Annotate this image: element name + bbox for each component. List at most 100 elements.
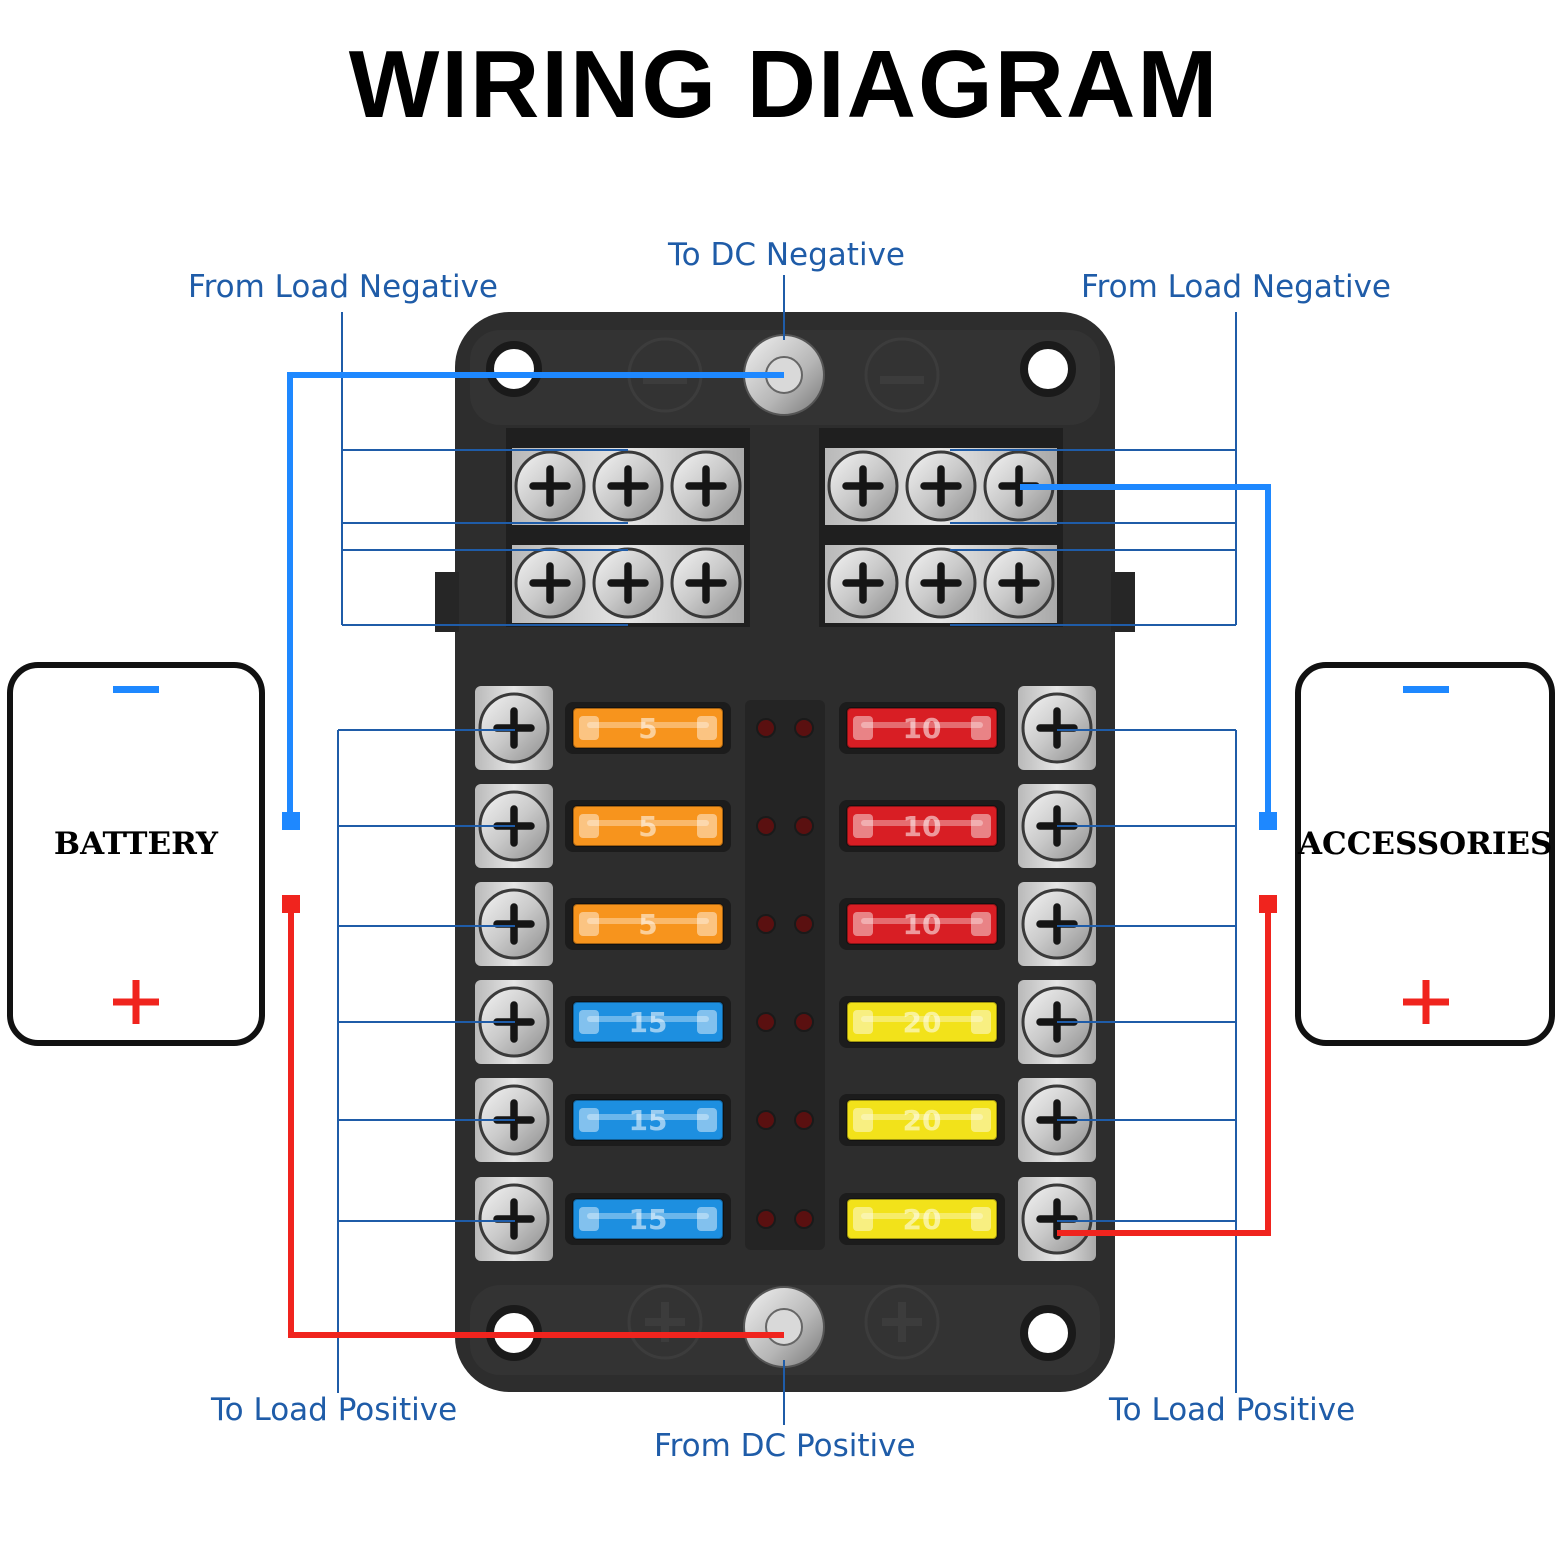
negative-bar-left-row-1-screw-2-slot — [607, 465, 649, 507]
indicator-led-row-5-2 — [794, 1110, 814, 1130]
fuse-left-1: 5 — [565, 702, 731, 754]
positive-wires — [282, 895, 1277, 1338]
accessories-minus-sign — [1403, 686, 1449, 693]
fuse-left-3: 5 — [565, 898, 731, 950]
positive-terminal-right-1-screw-slot — [1036, 707, 1078, 749]
fuse-left-3-rating: 5 — [638, 908, 657, 941]
fuse-right-3-rating: 10 — [903, 908, 942, 941]
fuse-right-2-blade-right — [971, 814, 991, 838]
label-from-dc-positive: From DC Positive — [654, 1428, 916, 1464]
fuse-left-6-rating: 15 — [629, 1203, 668, 1236]
panel-side-tab-left — [435, 572, 459, 632]
mount-hole-top-right — [1020, 341, 1076, 397]
negative-bar-left-row-2-screw-2-slot — [607, 562, 649, 604]
leader-from-load-negative-right — [950, 312, 1237, 626]
fuse-right-2-body — [846, 805, 998, 847]
negative-bar-left-row-1-screw-2 — [592, 450, 664, 522]
fuse-right-5-blade-left — [853, 1108, 873, 1132]
fuse-left-3-element — [587, 918, 709, 924]
fuse-left-4: 15 — [565, 996, 731, 1048]
negative-bar-right-row-1-screw-1-slot — [842, 465, 884, 507]
fuse-left-5-body — [572, 1099, 724, 1141]
fuse-left-4-element — [587, 1016, 709, 1022]
negative-bar-right-row-1-screw-2-slot — [920, 465, 962, 507]
page-title: WIRING DIAGRAM — [348, 31, 1220, 138]
mount-hole-bottom-right — [1020, 1305, 1076, 1361]
accessories-box — [1295, 662, 1555, 1046]
fuse-left-1-blade-left — [579, 716, 599, 740]
fuse-right-6: 20 — [839, 1193, 1005, 1245]
fuse-left-4-rating: 15 — [629, 1006, 668, 1039]
negative-bar-left-row-1-screw-1 — [514, 450, 586, 522]
fuse-right-2: 10 — [839, 800, 1005, 852]
leader-to-load-positive-left — [337, 729, 515, 1393]
positive-terminal-right-6-screw — [1021, 1183, 1093, 1255]
indicator-led-row-3-2 — [794, 914, 814, 934]
wire-battery-positive — [288, 905, 784, 1338]
indicator-led-row-1-1 — [756, 718, 776, 738]
fuse-left-4-blade-left — [579, 1010, 599, 1034]
positive-terminal-left-1-screw — [478, 692, 550, 764]
fuse-right-3-blade-left — [853, 912, 873, 936]
fuse-right-1-rating: 10 — [903, 712, 942, 745]
battery-plus-sign — [113, 980, 159, 1024]
positive-terminal-right-1-screw — [1021, 692, 1093, 764]
fuse-right-1-blade-left — [853, 716, 873, 740]
leader-from-load-negative-left — [341, 312, 628, 626]
negative-bar-left-row-2-screw-1-slot — [529, 562, 571, 604]
fuse-left-6-blade-left — [579, 1207, 599, 1231]
fuse-right-3-element — [861, 918, 983, 924]
fuse-right-5: 20 — [839, 1094, 1005, 1146]
fuse-left-4-body — [572, 1001, 724, 1043]
negative-bar-right-row-2-screw-1-slot — [842, 562, 884, 604]
fuse-right-4-body — [846, 1001, 998, 1043]
positive-terminal-left-6-screw — [478, 1183, 550, 1255]
fuse-left-2-element — [587, 820, 709, 826]
indicator-led-row-6-1 — [756, 1209, 776, 1229]
fuse-left-3-body — [572, 903, 724, 945]
positive-terminal-left-1-screw-slot — [493, 707, 535, 749]
negative-bar-left-row-2-screw-3-slot — [685, 562, 727, 604]
negative-wires — [282, 372, 1277, 830]
negative-bar-right-row-2-screw-2 — [905, 547, 977, 619]
label-to-load-positive-right: To Load Positive — [1109, 1392, 1356, 1428]
wire-accessories-positive-end — [1259, 895, 1277, 913]
negative-bar-left-row-1-screw-3 — [670, 450, 742, 522]
fuse-right-5-body — [846, 1099, 998, 1141]
fuse-left-6-element — [587, 1213, 709, 1219]
wire-battery-positive-end — [282, 895, 300, 913]
fuse-left-1-blade-right — [697, 716, 717, 740]
fuse-right-3-blade-right — [971, 912, 991, 936]
fuse-right-1-body — [846, 707, 998, 749]
positive-terminal-left-3-screw — [478, 888, 550, 960]
wire-accessories-positive — [1057, 905, 1271, 1236]
fuse-right-3: 10 — [839, 898, 1005, 950]
fuse-left-1-body — [572, 707, 724, 749]
indicator-leds — [756, 718, 814, 1229]
accessories-outline — [1295, 662, 1555, 1046]
negative-terminal-bars — [506, 428, 1063, 627]
fuse-left-5-blade-right — [697, 1108, 717, 1132]
fuse-right-4-blade-right — [971, 1010, 991, 1034]
negative-bar-right-row-2-screw-1 — [827, 547, 899, 619]
fuse-left-5-rating: 15 — [629, 1104, 668, 1137]
wire-battery-negative — [287, 372, 784, 816]
battery-minus-sign — [113, 686, 159, 693]
fuse-right-1: 10 — [839, 702, 1005, 754]
positive-terminal-left-6-screw-slot — [493, 1198, 535, 1240]
fuse-right-6-blade-right — [971, 1207, 991, 1231]
negative-bar-left-row-1-screw-1-slot — [529, 465, 571, 507]
negative-bar-left-row-2-screw-3 — [670, 547, 742, 619]
fuse-right-1-element — [861, 722, 983, 728]
negative-bar-right-row-1-screw-2 — [905, 450, 977, 522]
indicator-led-row-3-1 — [756, 914, 776, 934]
negative-bar-left-row-2-screw-2 — [592, 547, 664, 619]
panel-side-tab-right — [1111, 572, 1135, 632]
negative-bar-left-row-1-screw-3-slot — [685, 465, 727, 507]
positive-terminal-right-3-screw-slot — [1036, 903, 1078, 945]
indicator-led-row-5-1 — [756, 1110, 776, 1130]
fuse-left-6: 15 — [565, 1193, 731, 1245]
positive-stud — [743, 1286, 825, 1368]
